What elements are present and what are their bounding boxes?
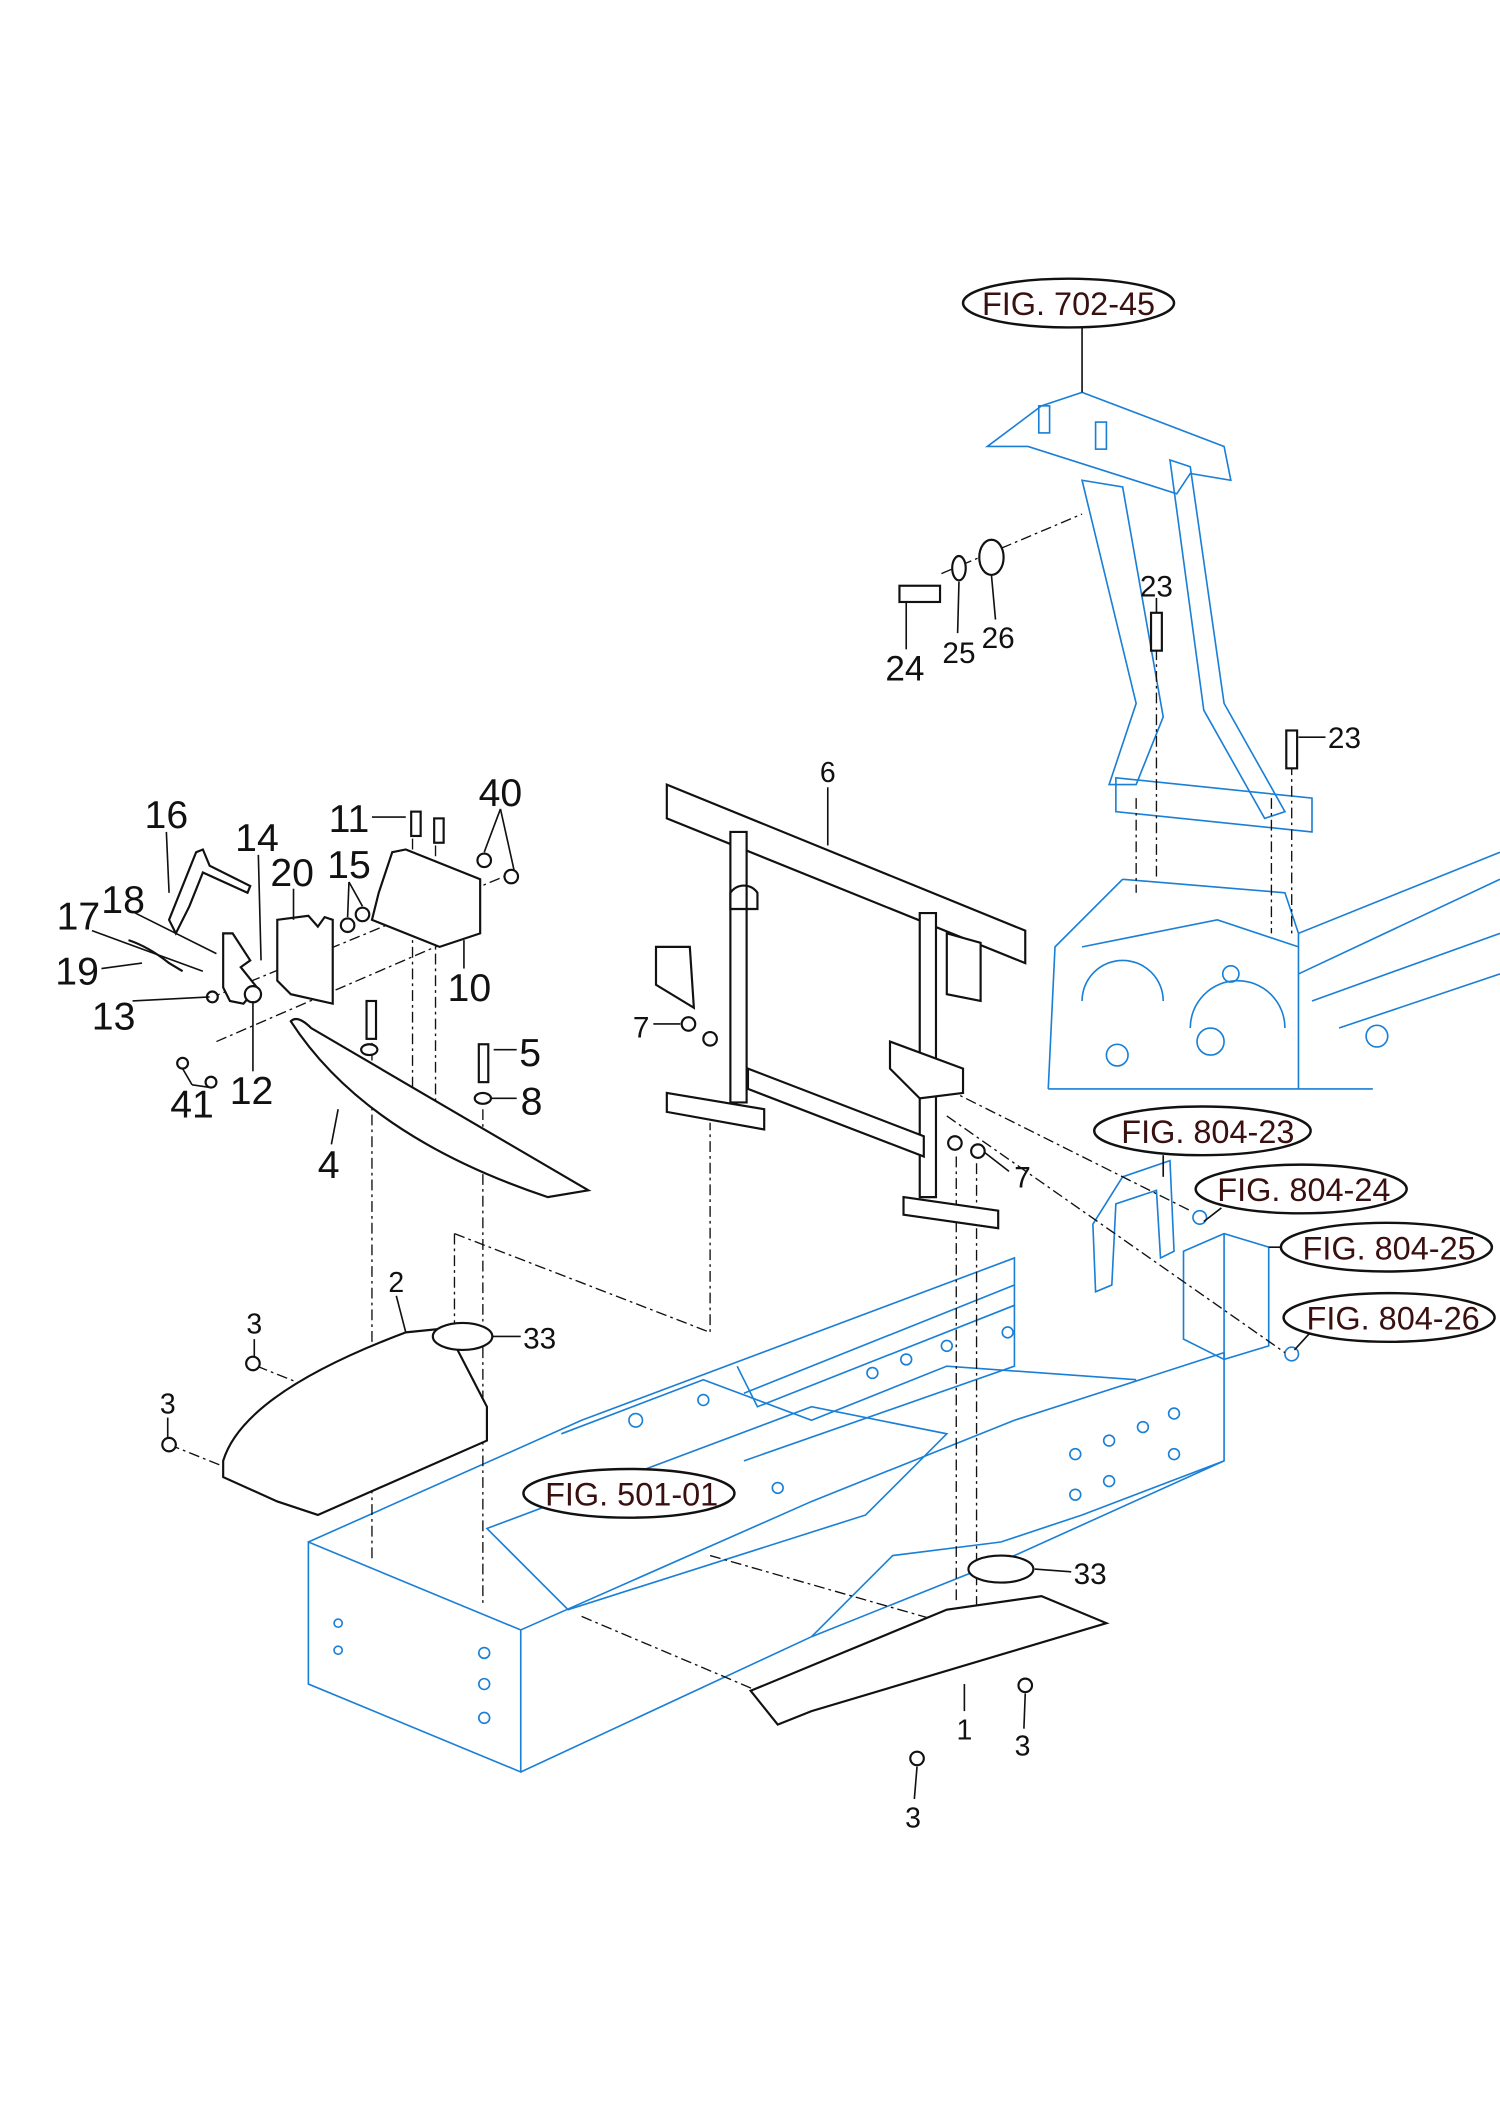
- chassis-holes: [333, 1326, 1181, 1725]
- washer-8: [473, 1091, 493, 1105]
- callout-3a: 3: [246, 1309, 262, 1341]
- grommet-33-left: [431, 1321, 494, 1352]
- callout-14: 14: [235, 816, 279, 860]
- callout-20: 20: [270, 851, 314, 895]
- support-frame-part-6: [654, 782, 1027, 1230]
- bolt-23b: [1285, 729, 1299, 770]
- callout-5: 5: [519, 1031, 541, 1075]
- chassis-reference: [307, 1256, 1225, 1774]
- brackets-and-levers: [128, 848, 592, 1199]
- callout-33: 33: [523, 1323, 556, 1356]
- fig-ref-label: FIG. 804-23: [1121, 1114, 1294, 1150]
- callout-7b: 7: [1014, 1162, 1031, 1195]
- callout-12: 12: [230, 1069, 274, 1113]
- washer-26: [978, 538, 1005, 577]
- callout-26: 26: [982, 622, 1015, 655]
- callout-23b: 23: [1328, 722, 1361, 755]
- side-plates: [222, 1321, 1110, 1726]
- callout-25: 25: [942, 637, 975, 670]
- bolt-23: [1149, 611, 1163, 652]
- callout-4: 4: [318, 1143, 340, 1187]
- callout-3d: 3: [905, 1802, 921, 1834]
- callout-23: 23: [1140, 571, 1173, 604]
- fig-ref-804-24[interactable]: FIG. 804-24: [1194, 1163, 1408, 1215]
- callout-33b: 33: [1074, 1558, 1107, 1591]
- bolt-24: [898, 584, 942, 604]
- callout-16: 16: [145, 793, 189, 837]
- callouts: 24 25 26 23 23 6 7 7 16 14 11 40 20 15 1…: [55, 571, 1361, 1835]
- callout-19: 19: [55, 950, 99, 994]
- callout-10: 10: [448, 966, 492, 1010]
- upper-frame-reference: [984, 391, 1500, 1090]
- washer-25: [951, 554, 967, 582]
- callout-6: 6: [820, 757, 836, 789]
- callout-24: 24: [885, 649, 924, 688]
- callout-1: 1: [956, 1714, 972, 1746]
- callout-18: 18: [101, 878, 145, 922]
- fig-ref-label: FIG. 804-24: [1217, 1172, 1390, 1208]
- fig-ref-804-26[interactable]: FIG. 804-26: [1282, 1291, 1496, 1344]
- callout-2: 2: [388, 1267, 404, 1299]
- callout-3b: 3: [160, 1389, 176, 1421]
- fasteners: [161, 538, 1299, 1767]
- fig-ref-label: FIG. 702-45: [982, 286, 1155, 322]
- callout-11: 11: [329, 797, 370, 841]
- callout-7: 7: [633, 1012, 650, 1045]
- callout-17: 17: [57, 894, 101, 938]
- callout-13: 13: [92, 994, 136, 1038]
- callout-40: 40: [479, 771, 523, 815]
- fig-ref-804-23[interactable]: FIG. 804-23: [1093, 1105, 1312, 1157]
- bolt-5: [365, 999, 378, 1040]
- fig-ref-501-01[interactable]: FIG. 501-01: [522, 1467, 736, 1519]
- callout-15: 15: [327, 843, 371, 887]
- fig-ref-label: FIG. 501-01: [545, 1476, 718, 1512]
- leader-lines: [91, 327, 1326, 1800]
- callout-8: 8: [521, 1080, 543, 1124]
- callout-41: 41: [170, 1082, 214, 1126]
- fig-ref-804-25[interactable]: FIG. 804-25: [1279, 1221, 1494, 1273]
- fig-ref-label: FIG. 804-26: [1307, 1301, 1480, 1337]
- bolt-5b: [477, 1043, 490, 1084]
- callout-3c: 3: [1015, 1731, 1031, 1763]
- fig-ref-702-45[interactable]: FIG. 702-45: [961, 277, 1176, 329]
- fig-ref-label: FIG. 804-25: [1303, 1230, 1476, 1266]
- grommet-33-right: [967, 1554, 1035, 1584]
- lamp-bracket-reference: [1092, 1159, 1300, 1362]
